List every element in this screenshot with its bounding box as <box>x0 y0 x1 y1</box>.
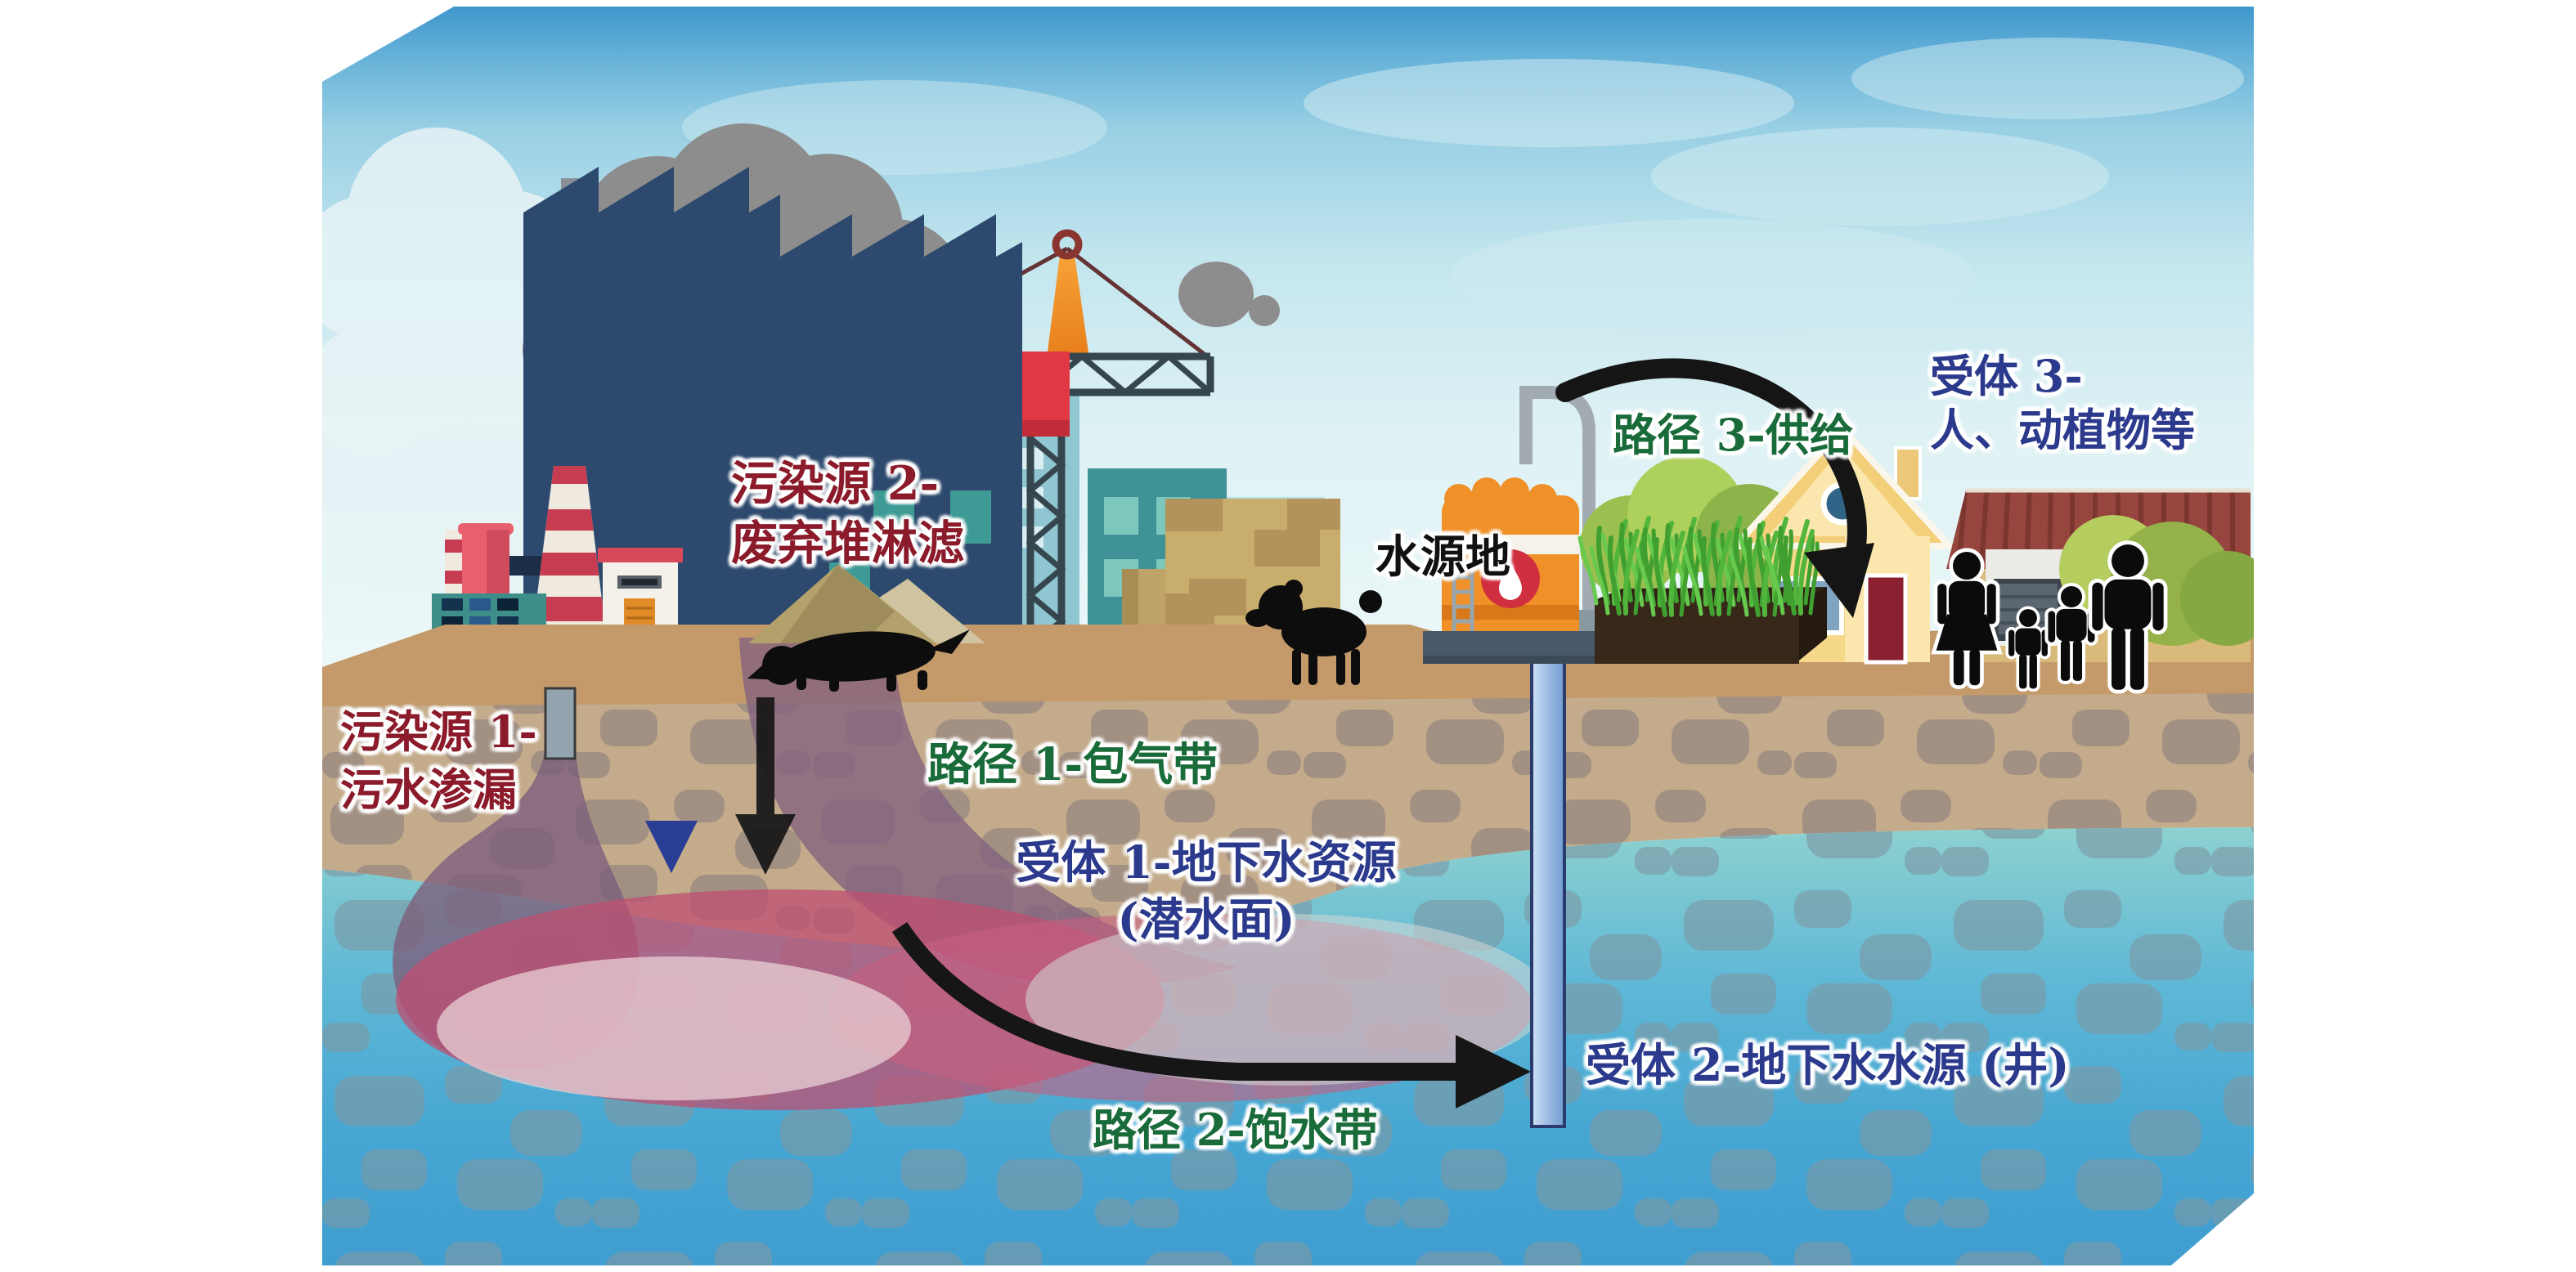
pathway3-arrow-icon <box>1555 358 1874 618</box>
waste-pile-icon <box>748 564 985 643</box>
label-line: 污染源 1- <box>340 705 537 758</box>
label-pollution-source-1: 污染源 1- 污水渗漏 <box>340 703 537 820</box>
well-pipe-icon <box>1530 657 1566 1128</box>
label-line: 废弃堆淋滤 <box>731 515 964 571</box>
label-line: 受体 3- <box>1930 350 2083 402</box>
label-line: 人、动植物等 <box>1930 403 2195 456</box>
label-receptor-2: 受体 2-地下水水源 (井) <box>1586 1038 2070 1091</box>
factory-icon <box>432 167 1022 641</box>
label-water-source-site: 水源地 <box>1376 530 1511 583</box>
label-pollution-source-2: 污染源 2- 废弃堆淋滤 <box>731 455 964 574</box>
crops-icon <box>1580 518 1827 664</box>
pathway2-arrow-icon <box>891 921 1531 1109</box>
dog-icon <box>1245 580 1382 685</box>
water-tank-icon <box>1423 386 1606 664</box>
label-line: 污染源 2- <box>731 456 940 511</box>
label-line: 污水渗漏 <box>340 764 517 817</box>
water-table-marker-icon <box>645 821 698 873</box>
leakage-pipe-icon <box>544 687 577 760</box>
label-line: (潜水面) <box>1117 893 1295 947</box>
label-pathway-3: 路径 3-供给 <box>1613 409 1854 461</box>
label-pathway-1: 路径 1-包气带 <box>927 737 1218 791</box>
ladder-icon <box>1452 536 1474 634</box>
contaminant-plume-icon <box>393 638 1549 1110</box>
label-line: 受体 1-地下水资源 <box>1016 835 1397 889</box>
scene-graphic <box>322 7 2254 1265</box>
pathway1-arrow-icon <box>735 697 796 875</box>
label-pathway-2: 路径 2-饱水带 <box>1093 1104 1378 1156</box>
label-receptor-1: 受体 1-地下水资源 (潜水面) <box>1014 834 1398 949</box>
scavenging-animal-icon <box>747 629 970 692</box>
pollution-pathway-illustration: 污染源 2- 废弃堆淋滤 污染源 1- 污水渗漏 路径 1-包气带 受体 1-地… <box>322 7 2254 1265</box>
label-receptor-3: 受体 3- 人、动植物等 <box>1930 350 2195 458</box>
